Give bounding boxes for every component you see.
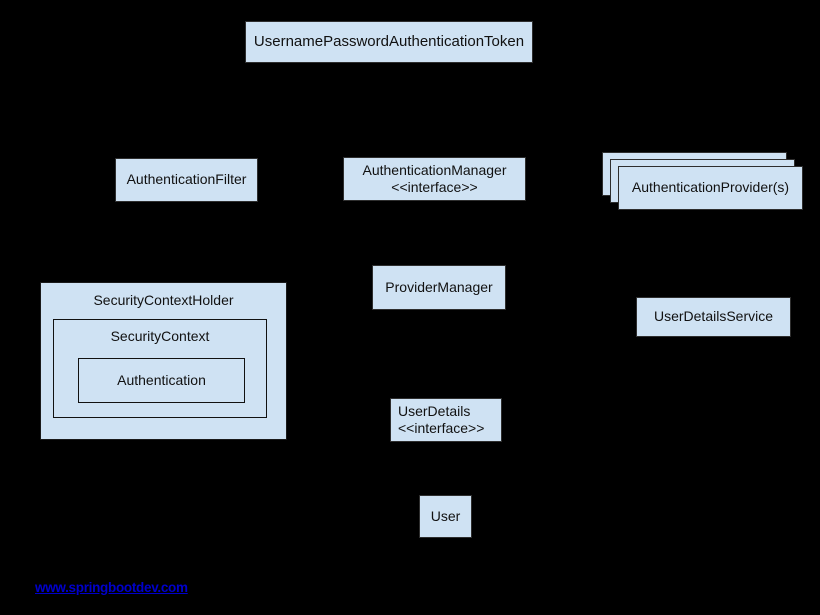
node-security-context-holder: SecurityContextHolder SecurityContext Au… — [40, 282, 287, 440]
node-authentication-providers: AuthenticationProvider(s) — [618, 166, 803, 210]
watermark-link[interactable]: www.springbootdev.com — [35, 580, 188, 595]
node-authentication: Authentication — [78, 358, 245, 403]
node-label: UserDetailsService — [653, 308, 774, 325]
node-label: User — [430, 507, 461, 524]
node-user-details: UserDetails <<interface>> — [390, 398, 502, 442]
node-provider-manager: ProviderManager — [372, 265, 506, 310]
node-label: AuthenticationManager — [362, 161, 507, 178]
node-user: User — [419, 495, 472, 538]
node-label: AuthenticationFilter — [126, 171, 247, 188]
node-label: Authentication — [117, 371, 206, 388]
node-authentication-filter: AuthenticationFilter — [115, 158, 258, 202]
node-user-details-service: UserDetailsService — [636, 297, 791, 337]
node-label: ProviderManager — [385, 278, 493, 295]
node-username-password-authentication-token: UsernamePasswordAuthenticationToken — [245, 21, 533, 63]
node-label: AuthenticationProvider(s) — [631, 179, 790, 196]
node-authentication-manager: AuthenticationManager <<interface>> — [343, 157, 526, 201]
node-security-context: SecurityContext Authentication — [53, 319, 267, 418]
node-label: UserDetails — [398, 402, 471, 419]
node-stereotype: <<interface>> — [391, 179, 478, 195]
node-label: SecurityContextHolder — [93, 292, 234, 308]
node-label: SecurityContext — [110, 328, 210, 344]
node-stereotype: <<interface>> — [398, 420, 485, 436]
node-label: UsernamePasswordAuthenticationToken — [253, 32, 525, 50]
